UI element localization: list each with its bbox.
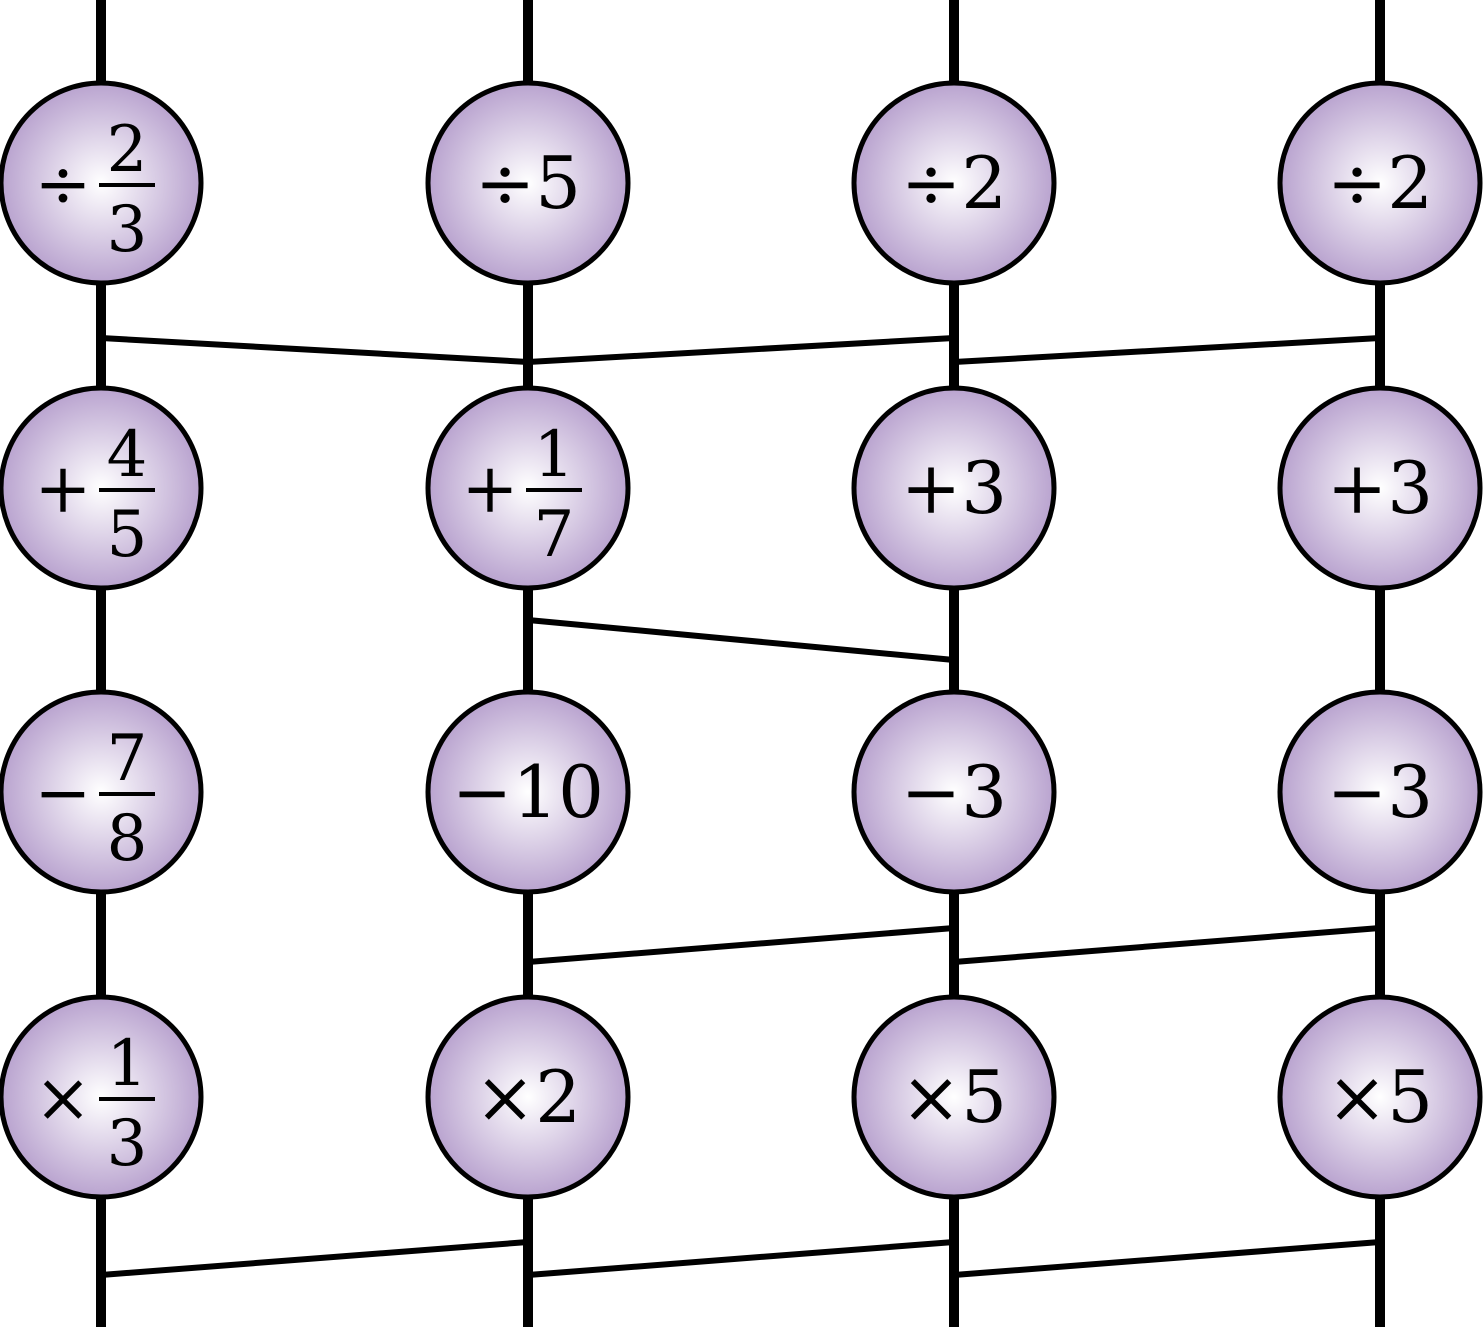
node-circle: [851, 994, 1057, 1200]
node-operator: ×: [35, 1059, 92, 1138]
node-c2-r1: ÷5: [425, 80, 631, 286]
node-denominator: 8: [107, 802, 148, 876]
nodes: ÷23+45−78×13÷5+17−10×2÷2+3−3×5÷2+3−3×5: [0, 80, 1483, 1200]
node-circle: [851, 80, 1057, 286]
rung-5: [527, 925, 955, 965]
rungs: [100, 335, 1381, 1278]
rung-6: [953, 925, 1381, 965]
node-label: −3: [1327, 750, 1433, 834]
node-circle: [851, 385, 1057, 591]
node-denominator: 5: [107, 498, 148, 572]
node-label: ×2: [475, 1055, 581, 1139]
rung-1: [100, 335, 529, 365]
node-c4-r2: +3: [1277, 385, 1483, 591]
node-denominator: 3: [107, 1107, 148, 1181]
node-operator: +: [462, 450, 519, 529]
node-numerator: 7: [107, 722, 148, 796]
rails: [96, 0, 1385, 1327]
node-c3-r2: +3: [851, 385, 1057, 591]
node-c2-r3: −10: [425, 689, 631, 895]
node-circle: [1277, 80, 1483, 286]
node-label: ÷5: [475, 141, 581, 225]
rung-3: [953, 335, 1381, 365]
node-c1-r3: −78: [0, 689, 204, 895]
node-denominator: 3: [107, 193, 148, 267]
node-label: ×5: [1327, 1055, 1433, 1139]
node-label: +3: [1327, 446, 1433, 530]
node-numerator: 4: [107, 418, 148, 492]
node-label: +3: [901, 446, 1007, 530]
node-operator: ÷: [35, 145, 92, 224]
node-circle: [1277, 994, 1483, 1200]
node-operator: −: [35, 754, 92, 833]
node-circle: [425, 80, 631, 286]
node-c4-r3: −3: [1277, 689, 1483, 895]
node-label: ×5: [901, 1055, 1007, 1139]
node-c3-r3: −3: [851, 689, 1057, 895]
node-c4-r1: ÷2: [1277, 80, 1483, 286]
node-c4-r4: ×5: [1277, 994, 1483, 1200]
rung-9: [953, 1239, 1381, 1278]
node-circle: [425, 994, 631, 1200]
node-circle: [851, 689, 1057, 895]
node-circle: [425, 689, 631, 895]
node-numerator: 1: [107, 1027, 148, 1101]
node-circle: [1277, 385, 1483, 591]
node-c2-r2: +17: [425, 385, 631, 591]
node-c3-r1: ÷2: [851, 80, 1057, 286]
node-denominator: 7: [534, 498, 575, 572]
node-circle: [1277, 689, 1483, 895]
node-c1-r2: +45: [0, 385, 204, 591]
node-numerator: 2: [107, 113, 148, 187]
node-label: −10: [452, 750, 604, 834]
rung-4: [527, 617, 955, 663]
rung-2: [527, 335, 955, 365]
node-numerator: 1: [534, 418, 575, 492]
node-c1-r1: ÷23: [0, 80, 204, 286]
node-label: ÷2: [901, 141, 1007, 225]
rung-8: [527, 1239, 955, 1278]
node-c2-r4: ×2: [425, 994, 631, 1200]
node-operator: +: [35, 450, 92, 529]
rung-7: [100, 1239, 529, 1278]
node-c1-r4: ×13: [0, 994, 204, 1200]
node-c3-r4: ×5: [851, 994, 1057, 1200]
node-label: −3: [901, 750, 1007, 834]
node-label: ÷2: [1327, 141, 1433, 225]
